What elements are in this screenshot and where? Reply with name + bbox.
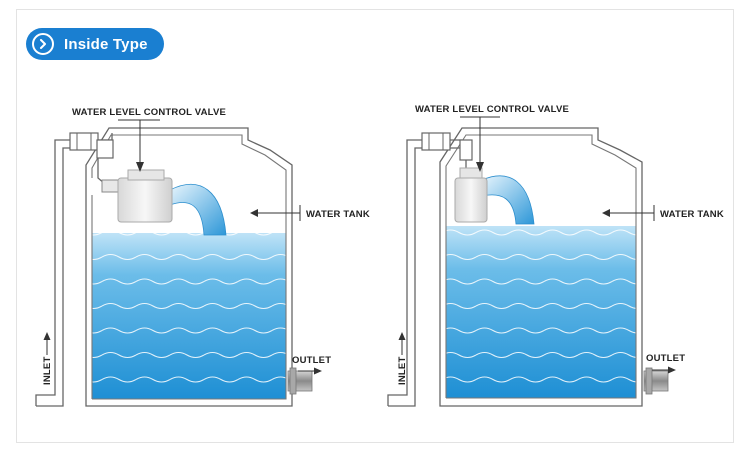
water-waves: [92, 233, 286, 399]
inlet-label: INLET: [42, 357, 53, 385]
inlet-arrow-icon: [43, 332, 51, 340]
outlet-arrow-icon: [668, 366, 676, 374]
inlet-label: INLET: [397, 357, 408, 385]
chevron-right-icon: [32, 33, 54, 55]
tank-label: WATER TANK: [306, 209, 370, 220]
outlet-label: OUTLET: [646, 353, 685, 364]
valve-hose: [169, 184, 227, 236]
water-waves: [446, 226, 636, 398]
valve-hose: [481, 175, 535, 225]
tank-outer-wall: [85, 127, 293, 407]
valve-label: WATER LEVEL CONTROL VALVE: [72, 107, 226, 118]
tank-label: WATER TANK: [660, 209, 724, 220]
outlet-arrow-icon: [314, 367, 322, 375]
diagram-left: WATER LEVEL CONTROL VALVE WATER TANK INL…: [35, 107, 370, 407]
tank-inner-wall: [445, 134, 637, 399]
water-level-control-valve: [454, 177, 488, 223]
diagram-right: WATER LEVEL CONTROL VALVE WATER TANK INL…: [387, 104, 724, 407]
section-title: Inside Type: [64, 35, 148, 53]
pipe-coupling: [69, 132, 99, 151]
valve-label: WATER LEVEL CONTROL VALVE: [415, 104, 569, 115]
outlet-label: OUTLET: [292, 355, 331, 366]
water-level-control-valve: [117, 177, 173, 223]
inlet-arrow-icon: [398, 332, 406, 340]
section-badge: Inside Type: [26, 28, 164, 60]
inlet-pipe-outer: [35, 133, 113, 406]
pipe-coupling: [421, 132, 451, 151]
tank-outer-wall: [439, 127, 643, 407]
